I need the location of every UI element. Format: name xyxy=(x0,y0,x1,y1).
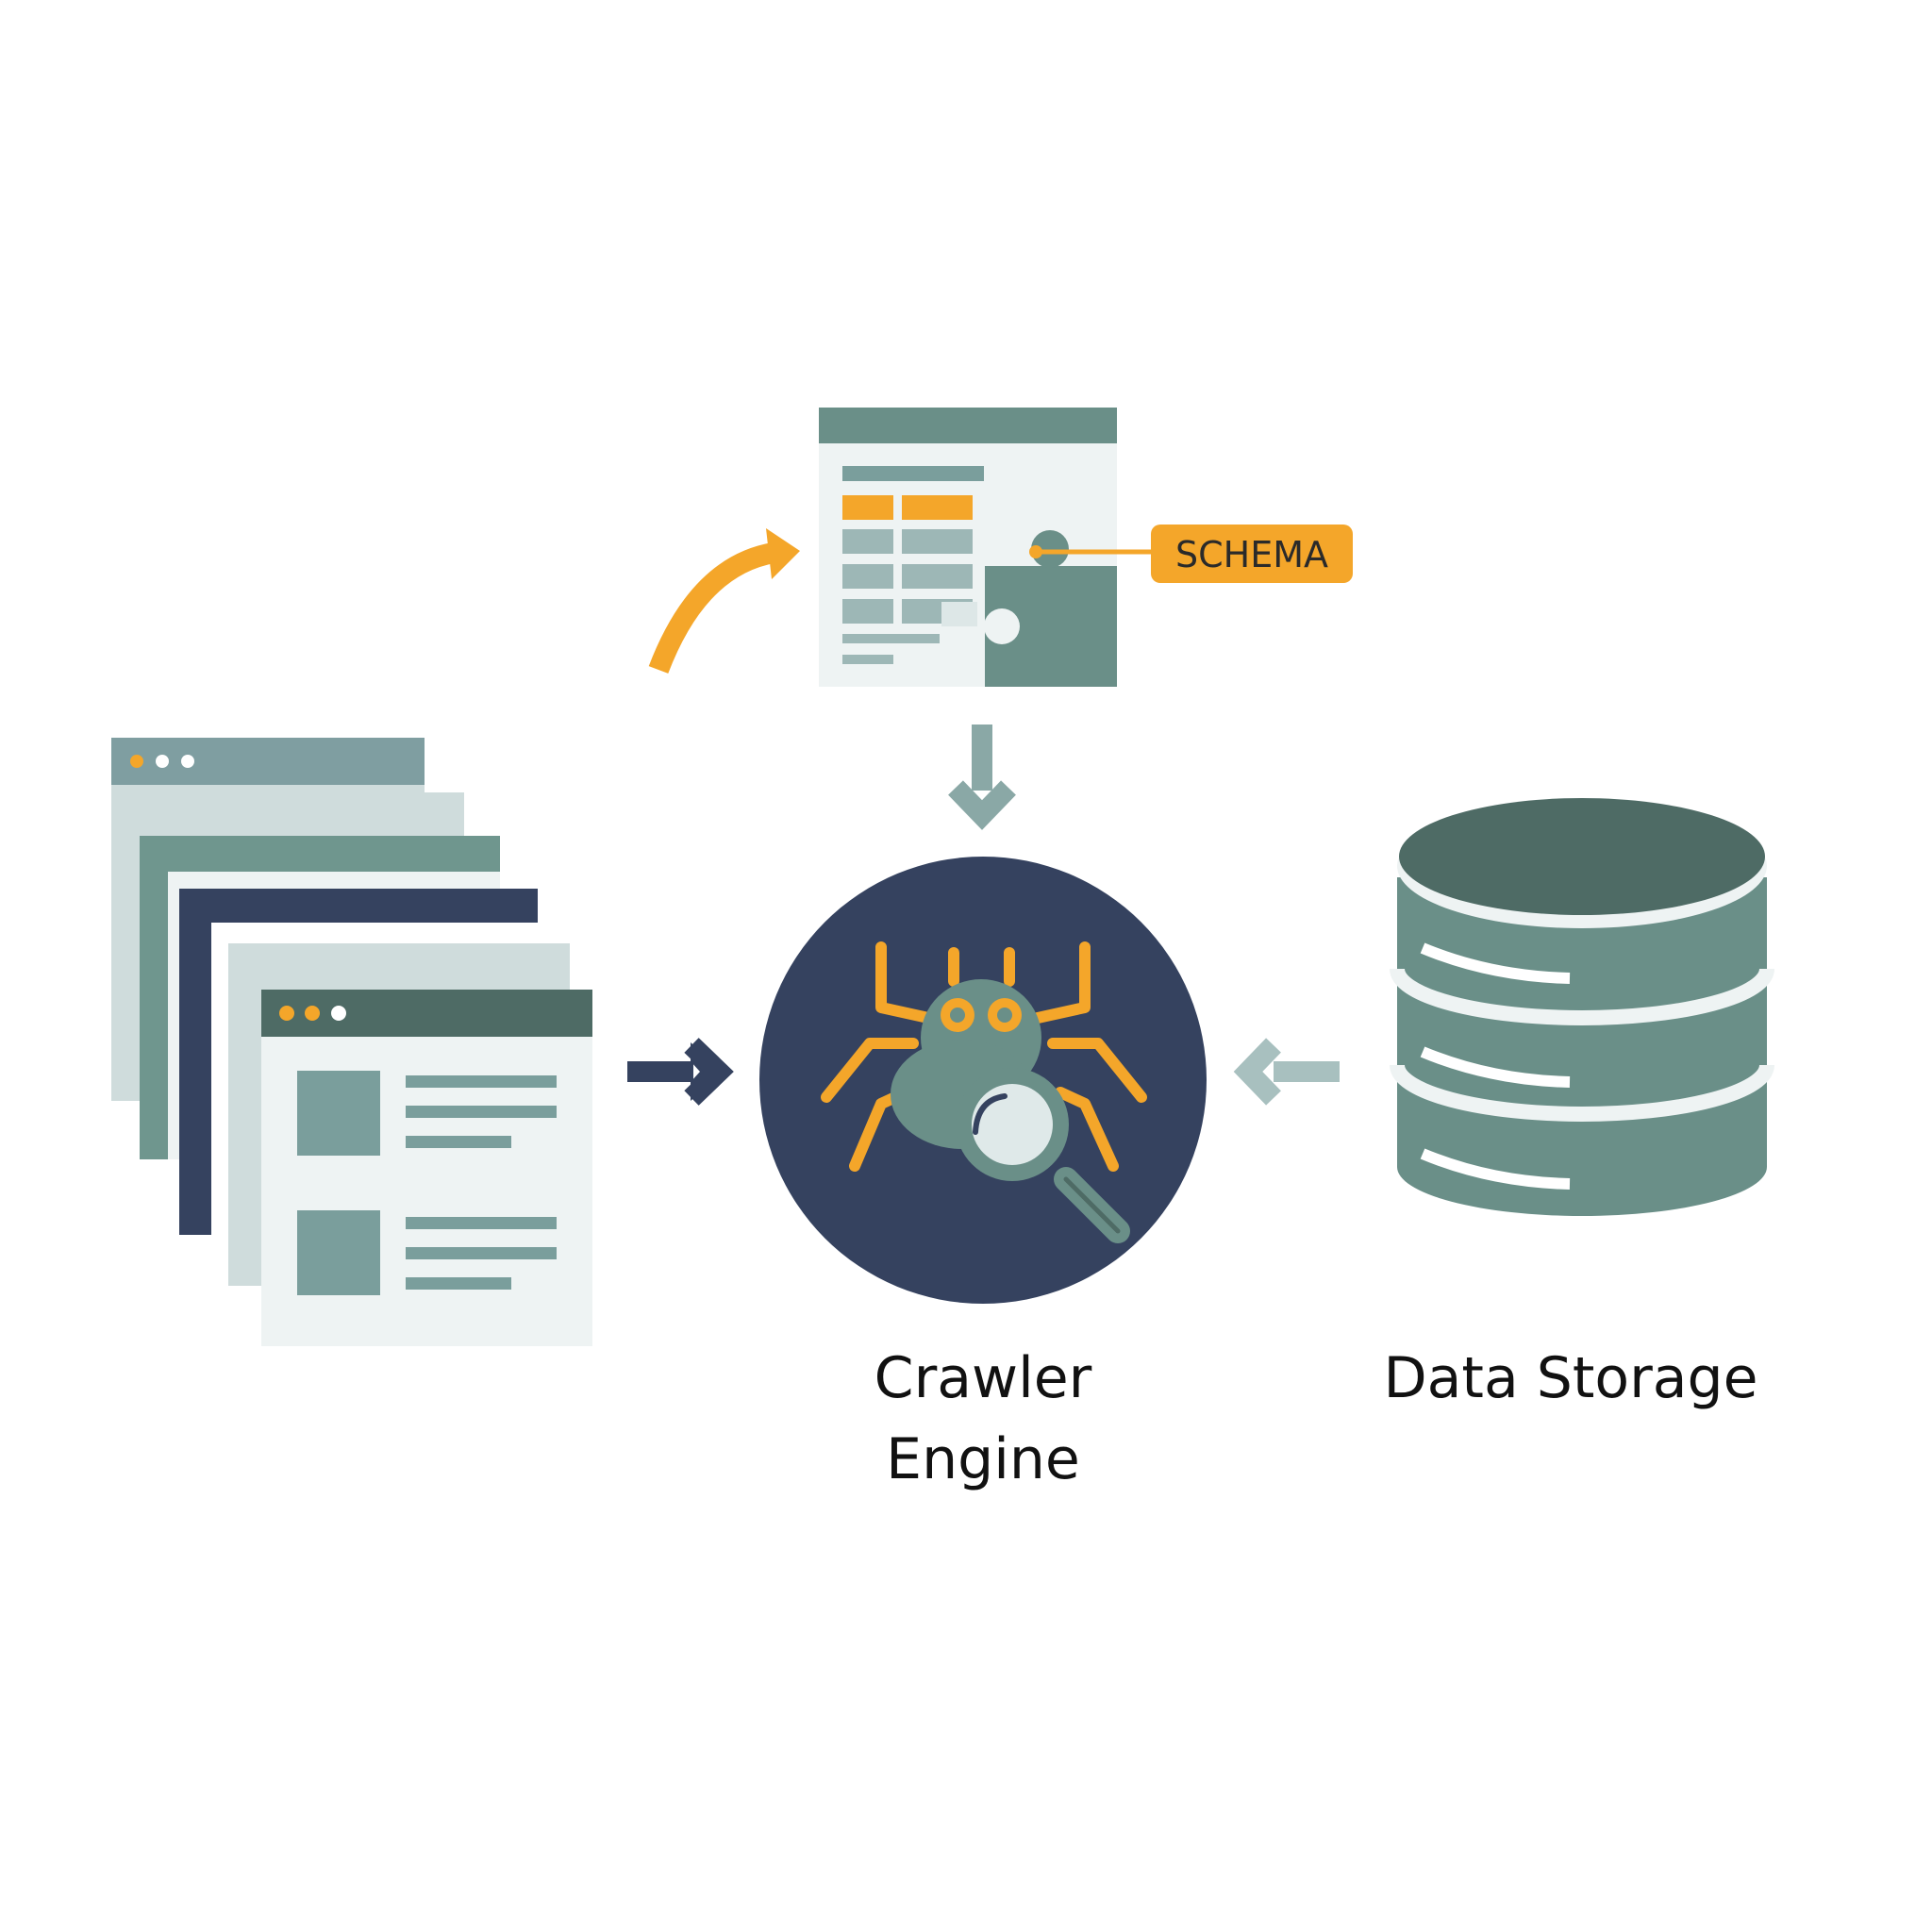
schema-badge-label: SCHEMA xyxy=(1175,534,1328,575)
crawler-label-line1: Crawler xyxy=(874,1345,1092,1411)
arrow-storage-to-crawler-icon xyxy=(1233,1038,1340,1106)
web-pages-stack-icon xyxy=(111,738,592,1346)
database-icon xyxy=(1390,798,1774,1216)
storage-label: Data Storage xyxy=(1383,1345,1757,1411)
arrow-schema-to-crawler-icon xyxy=(948,724,1016,830)
schema-badge: SCHEMA xyxy=(1029,525,1353,583)
arrow-pages-to-crawler-icon xyxy=(627,1038,734,1106)
schema-table-icon xyxy=(819,408,1117,687)
crawler-label-line2: Engine xyxy=(886,1426,1080,1492)
curved-arrow-to-schema-icon xyxy=(648,528,800,674)
magnifier-icon xyxy=(956,1068,1130,1243)
crawler-engine-icon xyxy=(759,857,1207,1304)
